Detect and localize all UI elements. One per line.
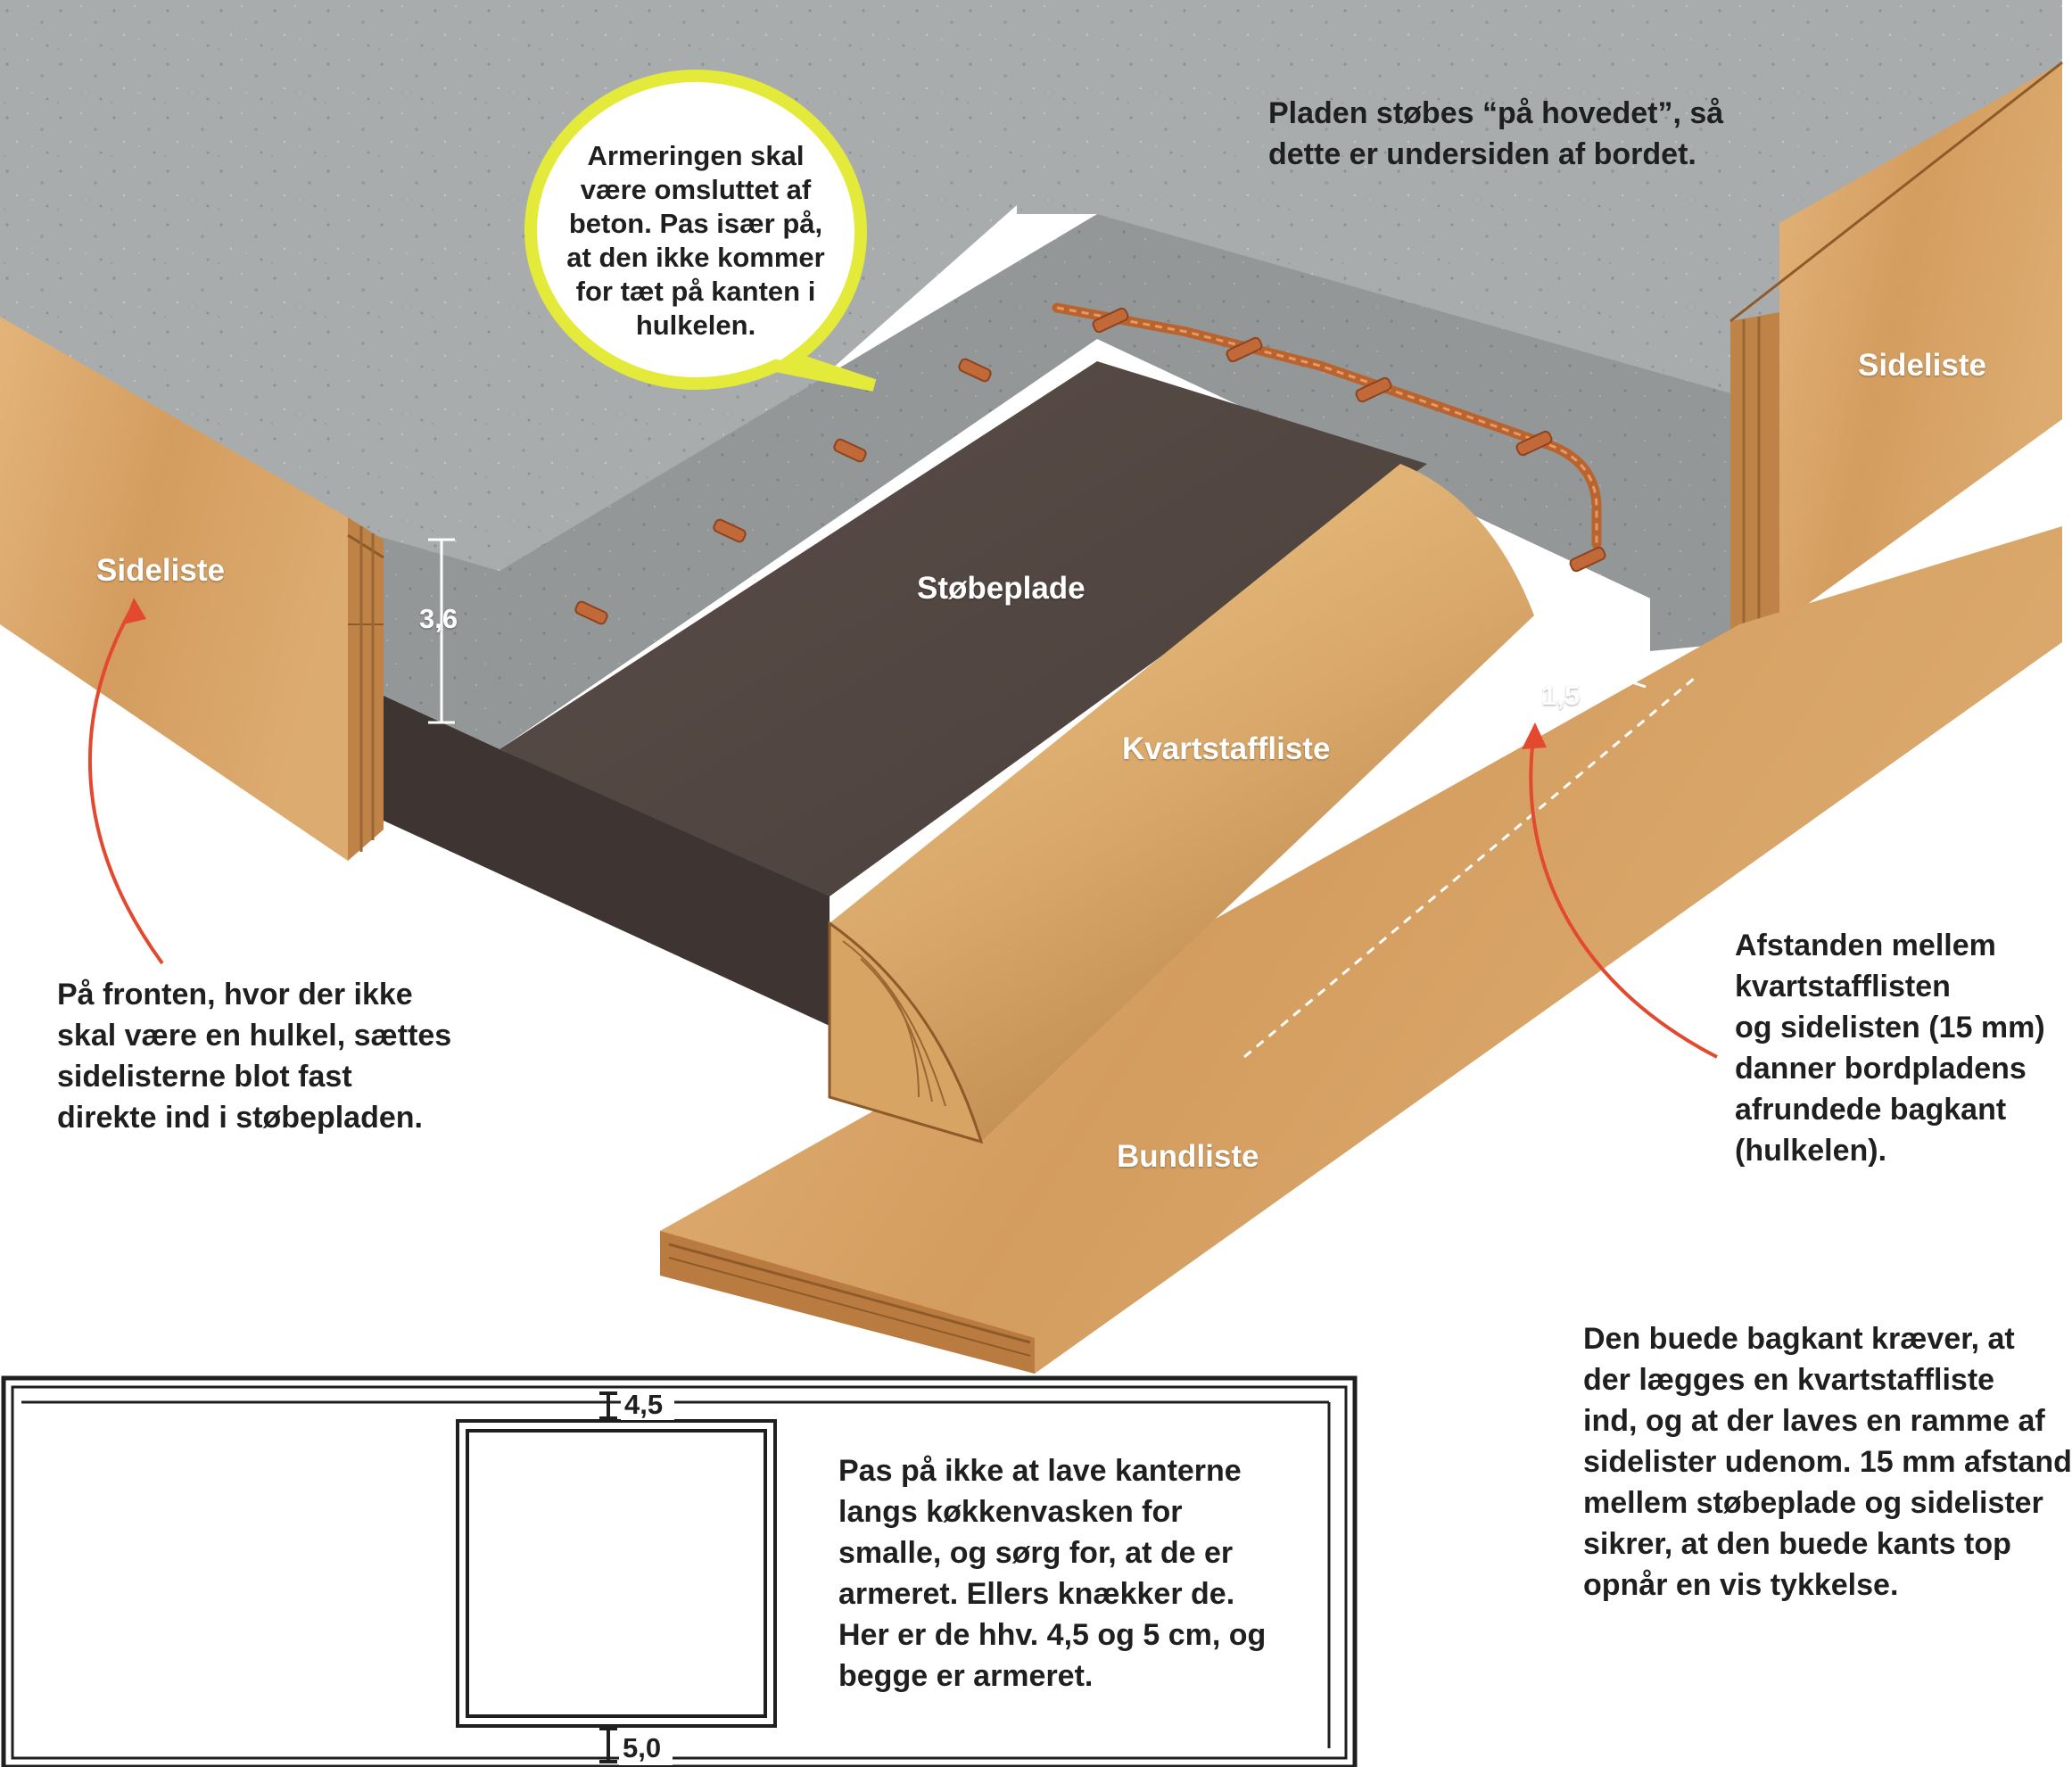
mould-board-front — [384, 696, 830, 1026]
side-board-right-edge — [1730, 312, 1779, 642]
front-note: På fronten, hvor der ikke skal være en h… — [57, 978, 452, 1135]
concrete-front-face — [375, 535, 499, 749]
dimension-bottom-edge: 5,0 — [623, 1732, 662, 1763]
sink-note: Pas på ikke at lave kanterne langs køkke… — [838, 1454, 1267, 1693]
dimension-height-marker — [428, 538, 455, 724]
label-stobeplade: Støbeplade — [917, 571, 1086, 606]
label-kvartstaffliste: Kvartstaffliste — [1122, 731, 1331, 766]
quarter-round-end — [828, 921, 984, 1144]
mould-board-top — [499, 361, 1427, 896]
rebar-stubs — [574, 307, 1606, 625]
bubble-text: Armeringen skal være omsluttet af beton.… — [566, 140, 825, 341]
dimension-top-edge: 4,5 — [624, 1389, 664, 1420]
gap-note-arrow — [1529, 731, 1718, 1059]
concrete-slab-top — [0, 0, 2062, 571]
speech-bubble — [524, 69, 877, 392]
quarter-round-body — [830, 464, 1534, 1142]
concrete-inner-left-wall — [499, 214, 1097, 749]
dimension-gap: 1,5 — [1541, 680, 1581, 711]
front-note-arrow — [87, 604, 164, 965]
side-board-right-face — [1779, 62, 2062, 624]
dimension-gap-marker — [1532, 638, 1647, 689]
concrete-inner-back-wall — [1097, 214, 1744, 642]
label-sideliste-right: Sideliste — [1858, 348, 1986, 383]
label-bundliste: Bundliste — [1117, 1139, 1259, 1174]
gap-note: Afstanden mellem kvartstafflisten og sid… — [1735, 929, 2045, 1168]
concrete-right-face — [1650, 397, 1744, 651]
side-board-left-face — [0, 317, 348, 861]
side-board-left-edge — [348, 517, 384, 861]
dimension-height: 3,6 — [419, 603, 458, 634]
top-note: Pladen støbes “på hovedet”, så dette er … — [1268, 96, 1724, 171]
sink-dimension-marks — [599, 1391, 617, 1763]
label-sideliste-left: Sideliste — [96, 553, 225, 588]
curve-note: Den buede bagkant kræver, at der lægges … — [1583, 1322, 2072, 1602]
sink-plan-diagram — [1, 1375, 1358, 1767]
bottom-board-top — [660, 526, 2062, 1374]
